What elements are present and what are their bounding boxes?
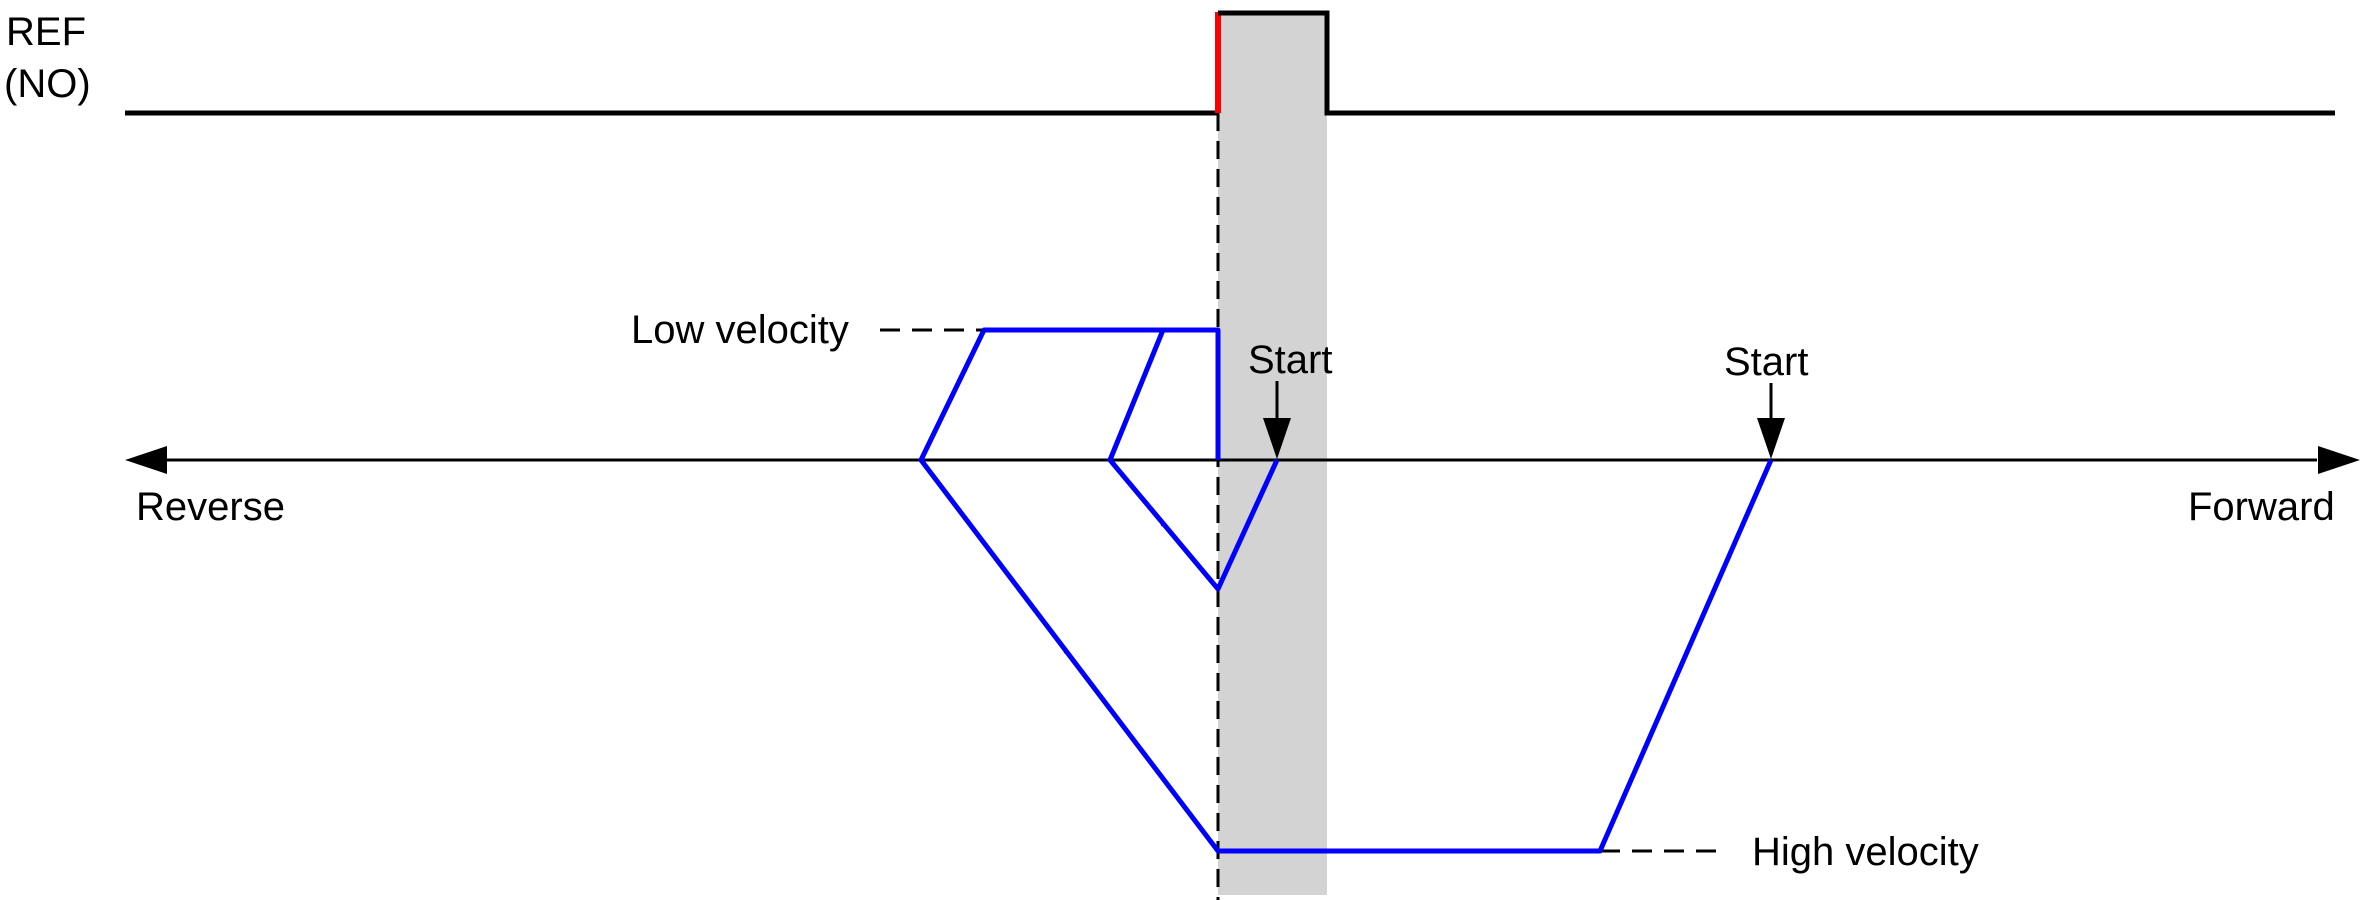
ref-label-line1: REF (6, 10, 86, 54)
start-arrowhead-far-icon (1757, 418, 1785, 459)
reverse-label: Reverse (136, 485, 285, 529)
trajectory-arrow-icon (947, 365, 968, 405)
start-arrowhead-near-icon (1263, 418, 1291, 459)
switch-zone (1218, 12, 1327, 895)
start-label-near: Start (1248, 338, 1332, 382)
trajectory-arrow-icon (1127, 371, 1147, 416)
low-velocity-label: Low velocity (631, 308, 849, 352)
forward-arrowhead-icon (2318, 446, 2360, 474)
start-label-far: Start (1724, 340, 1808, 384)
trajectory-arrow-icon (1159, 520, 1193, 561)
reverse-arrowhead-icon (125, 446, 167, 474)
forward-label: Forward (2188, 485, 2335, 529)
trajectory-far-start (918, 327, 1774, 854)
trajectory-arrow-icon (1062, 647, 1094, 688)
ref-label-line2: (NO) (4, 62, 91, 106)
trajectory-arrow-icon (1674, 631, 1697, 681)
high-velocity-label: High velocity (1752, 830, 1979, 874)
ref-signal-high-and-falling (1218, 10, 2335, 116)
trajectory-arrow-icon (1236, 504, 1257, 549)
